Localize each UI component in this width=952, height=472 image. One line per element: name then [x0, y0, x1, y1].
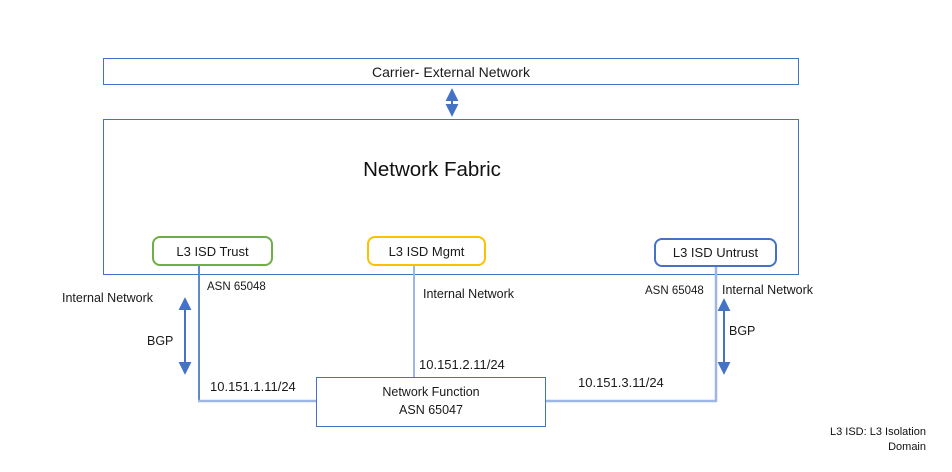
carrier-external-network-box: Carrier- External Network [103, 58, 799, 85]
untrust-bgp-label: BGP [729, 324, 756, 338]
carrier-external-network-label: Carrier- External Network [372, 63, 530, 80]
isd-trust-box: L3 ISD Trust [152, 236, 273, 266]
isd-mgmt-label: L3 ISD Mgmt [388, 243, 465, 259]
isd-trust-label: L3 ISD Trust [176, 243, 249, 259]
network-function-box: Network Function ASN 65047 [316, 377, 546, 427]
isd-legend-line1: L3 ISD: L3 Isolation [829, 426, 926, 438]
network-fabric-box: Network Fabric [103, 119, 799, 275]
isd-untrust-box: L3 ISD Untrust [654, 238, 777, 267]
trust-internal-network-label: Internal Network [62, 291, 154, 305]
trust-ip-label: 10.151.1.11/24 [210, 379, 296, 394]
untrust-internal-network-label: Internal Network [722, 283, 814, 297]
trust-bgp-label: BGP [147, 334, 174, 348]
untrust-asn-label: ASN 65048 [645, 285, 704, 297]
network-function-name: Network Function [382, 385, 480, 400]
mgmt-internal-network-label: Internal Network [423, 287, 515, 301]
isd-legend: L3 ISD: L3 Isolation Domain [830, 425, 926, 455]
network-function-asn: ASN 65047 [399, 403, 463, 417]
isd-legend-line2: Domain [888, 440, 926, 453]
untrust-ip-label: 10.151.3.11/24 [578, 375, 664, 390]
isd-mgmt-box: L3 ISD Mgmt [367, 236, 486, 266]
network-fabric-label: Network Fabric [363, 158, 501, 181]
mgmt-ip-label: 10.151.2.11/24 [419, 357, 505, 372]
trust-asn-label: ASN 65048 [207, 281, 266, 293]
isd-untrust-label: L3 ISD Untrust [672, 245, 759, 260]
